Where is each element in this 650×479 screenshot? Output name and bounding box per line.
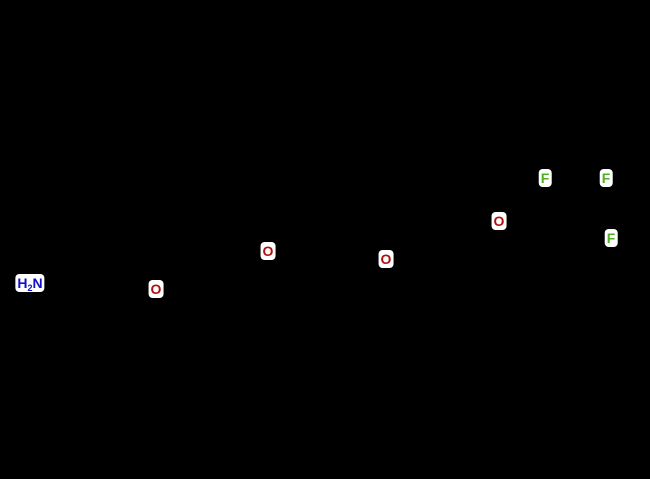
cf3-bonds bbox=[559, 177, 607, 206]
fluorine-atom-1: F bbox=[538, 169, 552, 187]
oxygen-atom-4: O bbox=[491, 212, 507, 230]
amine-label: H2N bbox=[15, 274, 45, 293]
fluorine-atom-3: F bbox=[604, 229, 618, 247]
backbone-bonds bbox=[29, 177, 562, 291]
oxygen-atom-1: O bbox=[148, 280, 164, 298]
oxygen-atom-3: O bbox=[378, 250, 394, 268]
oxygen-atom-2: O bbox=[260, 242, 276, 260]
fluorine-atom-2: F bbox=[599, 169, 613, 187]
